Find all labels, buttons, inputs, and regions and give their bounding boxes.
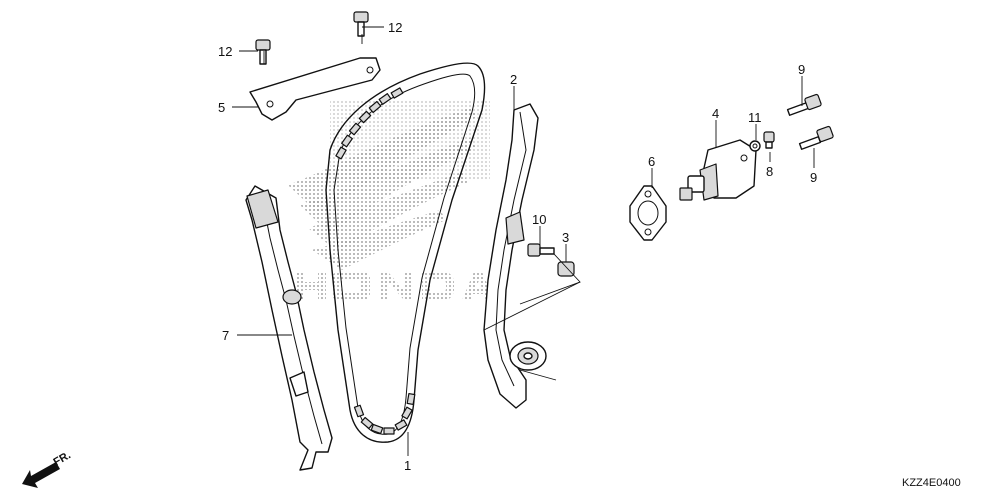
callout-1: 1	[404, 458, 411, 473]
chain-links-lower	[353, 392, 416, 435]
callout-labels: 12 12 5 2 7 1 6 4 3 10 11 8 9 9	[218, 20, 817, 473]
part-chain-guide-rear[interactable]	[245, 185, 333, 471]
part-washer-11[interactable]	[749, 140, 761, 152]
front-arrow-icon	[22, 462, 60, 488]
part-bolt-10[interactable]	[527, 243, 555, 257]
part-bolt-9-upper[interactable]	[786, 93, 822, 116]
part-bolt-12-right[interactable]	[353, 11, 369, 37]
assembly-guide-line-3	[519, 369, 557, 381]
leader-lines	[232, 26, 815, 456]
part-tensioner-gasket[interactable]	[629, 185, 667, 241]
callout-9-lower: 9	[810, 170, 817, 185]
callout-7: 7	[222, 328, 229, 343]
part-bolt-9-lower[interactable]	[798, 125, 834, 150]
part-cam-chain[interactable]	[325, 62, 486, 443]
callout-9-upper: 9	[798, 62, 805, 77]
part-chain-guide-front[interactable]	[483, 103, 547, 409]
assembly-guide-line-2	[483, 281, 581, 331]
chain-links-upper	[335, 87, 404, 160]
part-tensioner-lifter[interactable]	[679, 139, 757, 201]
callout-12-right: 12	[388, 20, 402, 35]
part-bolt-8[interactable]	[763, 131, 775, 149]
callout-4: 4	[712, 106, 719, 121]
callout-10: 10	[532, 212, 546, 227]
callout-6: 6	[648, 154, 655, 169]
front-arrow-label: FR.	[52, 449, 73, 468]
part-bolt-12-left[interactable]	[255, 39, 271, 65]
front-direction-indicator: FR.	[22, 449, 73, 488]
part-guide-plate[interactable]	[249, 57, 381, 121]
part-collar-3[interactable]	[557, 261, 575, 277]
callout-12-left: 12	[218, 44, 232, 59]
callout-11: 11	[748, 110, 762, 125]
diagram-code: KZZ4E0400	[902, 477, 961, 489]
callout-2: 2	[510, 72, 517, 87]
honda-wordmark	[296, 272, 494, 300]
callout-8: 8	[766, 164, 773, 179]
callout-3: 3	[562, 230, 569, 245]
honda-wing-logo	[288, 100, 494, 300]
callout-5: 5	[218, 100, 225, 115]
